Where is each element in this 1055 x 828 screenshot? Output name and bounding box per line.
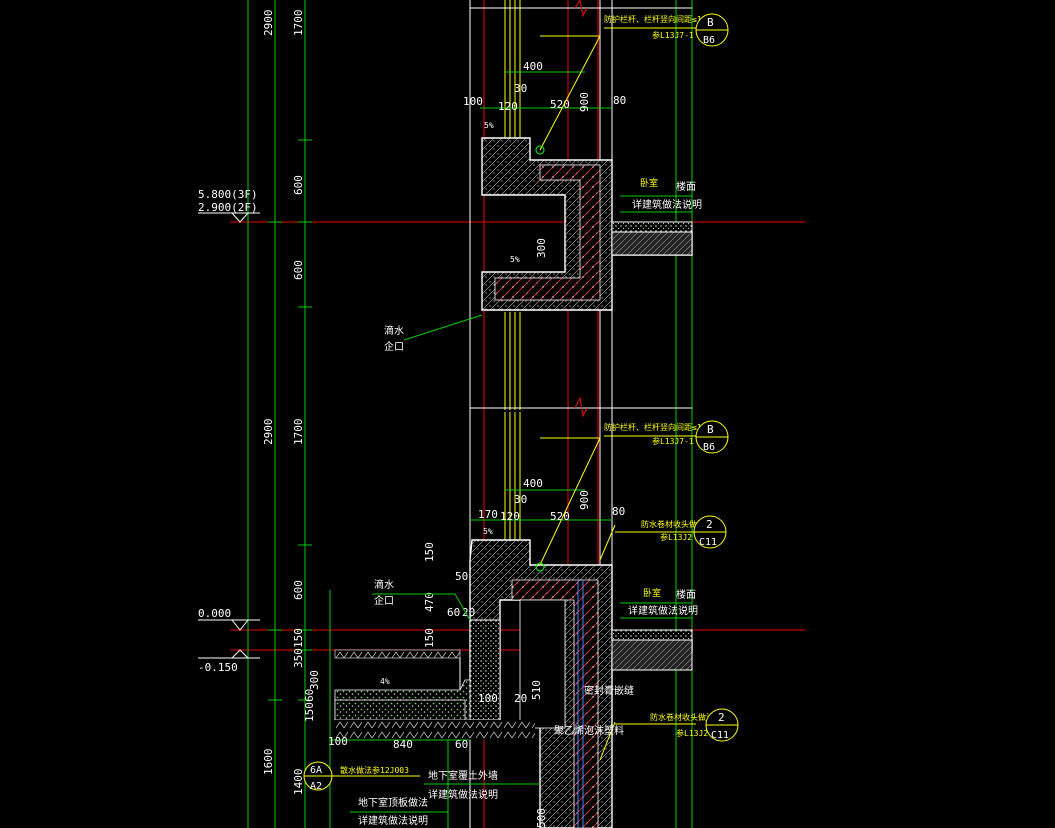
lower-dim-120: 120	[500, 510, 520, 523]
dim-outer-1: 2900	[262, 10, 275, 37]
lower-room-label: 卧室	[643, 587, 661, 599]
upper-guard-note: 防护栏杆、栏杆竖向间距≤110	[604, 14, 711, 24]
upper-dim-100: 100	[463, 95, 483, 108]
lower-seal-label: 密封膏嵌缝	[584, 684, 634, 697]
lower-floor-note: 详建筑做法说明	[628, 604, 698, 617]
upper-room-label: 卧室	[640, 177, 658, 189]
lower-floor-label: 楼面	[676, 588, 696, 601]
lower-dim-60: 60	[447, 606, 460, 619]
lower-window-sill-detail: 400 170 120 30 520 900 80 5% 150 50 470 …	[303, 412, 693, 828]
upper-dim-400: 400	[523, 60, 543, 73]
dim-inner-8: 1400	[292, 769, 305, 796]
upper-dim-30: 30	[514, 82, 527, 95]
upper-floor-note: 详建筑做法说明	[632, 198, 702, 211]
lower-dim-150b: 150	[423, 628, 436, 648]
lower-dim-400: 400	[523, 477, 543, 490]
lower-dim-840: 840	[393, 738, 413, 751]
lower-dim-470: 470	[423, 592, 436, 612]
lower-dim-slope2: 4%	[380, 677, 390, 686]
dimension-chains	[247, 0, 693, 828]
lower-dim-60b: 60	[303, 689, 316, 702]
lower-guard-ref: 参L13J7-1	[652, 436, 694, 446]
lower-waterproof2-note: 防水卷材收头做法	[650, 712, 714, 722]
lower-foam-label: 聚乙烯泡沫塑料	[554, 724, 624, 737]
dim-inner-5: 600	[292, 580, 305, 600]
dim-inner-7: 350	[292, 648, 305, 668]
bubble-d-top: 2	[718, 711, 725, 724]
bubble-b-upper-bottom: B6	[703, 35, 715, 46]
dim-inner-4: 1700	[292, 419, 305, 446]
lower-dim-20: 20	[462, 606, 475, 619]
upper-drip-label-2: 企口	[384, 340, 404, 353]
elevation-3f: 5.800(3F)	[198, 188, 258, 201]
bubble-c-bottom: C11	[699, 537, 717, 548]
upper-guard-ref: 参L13J7-1	[652, 30, 694, 40]
dim-inner-6: 150	[292, 628, 305, 648]
basement-roof-2: 详建筑做法说明	[358, 814, 428, 827]
lower-dim-170: 170	[478, 508, 498, 521]
lower-dim-80: 80	[612, 505, 625, 518]
bubble-e-bottom: A2	[310, 781, 322, 792]
bubble-e-top: 6A	[310, 765, 322, 776]
bubble-b-upper[interactable]: B B6	[695, 13, 729, 47]
basement-wall-2: 详建筑做法说明	[428, 788, 498, 801]
lower-drip-label-1: 滴水	[374, 578, 394, 591]
bubble-e[interactable]: 6A A2	[303, 761, 333, 792]
lower-dim-30: 30	[514, 493, 527, 506]
upper-dim-slope2: 5%	[510, 255, 520, 264]
lower-dim-510: 510	[530, 680, 543, 700]
lower-dim-500: 500	[535, 808, 548, 828]
upper-dim-900: 900	[578, 92, 591, 112]
dim-inner-3: 600	[292, 260, 305, 280]
bubble-e-note: 散水做法参12J003	[340, 765, 409, 775]
lower-dim-100b: 100	[328, 735, 348, 748]
lower-annotations: 防护栏杆、栏杆竖向间距≤110 参L13J7-1 B B6 防水卷材收头做法 参…	[303, 420, 739, 827]
lower-dim-100a: 100	[478, 692, 498, 705]
upper-dim-slope1: 5%	[484, 121, 494, 130]
bubble-b-upper-top: B	[707, 16, 714, 29]
bubble-b-lower[interactable]: B B6	[695, 420, 729, 454]
lower-waterproof2-ref: 参L13J2	[676, 728, 708, 738]
lower-drip-label-2: 企口	[374, 594, 394, 607]
lower-dim-150a: 150	[423, 542, 436, 562]
lower-guard-note: 防护栏杆、栏杆竖向间距≤110	[604, 422, 711, 432]
vertical-dim-labels: 2900 2900 1600 1700 600 600 1700 600 150…	[262, 10, 305, 796]
upper-dim-120: 120	[498, 100, 518, 113]
bubble-c-top: 2	[706, 518, 713, 531]
upper-dim-80: 80	[613, 94, 626, 107]
lower-waterproof-note: 防水卷材收头做法	[641, 519, 705, 529]
lower-dim-slope: 5%	[483, 527, 493, 536]
elevation-minus150: -0.150	[198, 661, 238, 674]
elevation-0: 0.000	[198, 607, 231, 620]
bubble-c[interactable]: 2 C11	[693, 515, 727, 549]
lower-dim-300: 300	[308, 670, 321, 690]
lower-dim-520: 520	[550, 510, 570, 523]
lower-dim-900: 900	[578, 490, 591, 510]
basement-roof-1: 地下室顶板做法	[358, 796, 428, 809]
elevation-marks: 5.800(3F) 2.900(2F) 0.000 -0.150	[198, 188, 260, 674]
dim-inner-2: 600	[292, 175, 305, 195]
upper-window-sill-detail: 400 100 120 30 520 900 80 5% 5% 300	[463, 0, 693, 828]
bubble-b-lower-bottom: B6	[703, 442, 715, 453]
dim-outer-2: 2900	[262, 419, 275, 446]
bubble-d[interactable]: 2 C11	[705, 708, 739, 742]
dim-inner-1: 1700	[292, 10, 305, 37]
upper-annotations: 防护栏杆、栏杆竖向间距≤110 参L13J7-1 B B6 卧室 楼面 详建筑做…	[384, 13, 729, 353]
upper-dim-300: 300	[535, 238, 548, 258]
basement-wall-1: 地下室覆土外墙	[428, 769, 498, 782]
dim-outer-3: 1600	[262, 749, 275, 776]
bubble-b-lower-top: B	[707, 423, 714, 436]
lower-dim-20b: 20	[514, 692, 527, 705]
lower-dim-150c: 150	[303, 702, 316, 722]
upper-drip-label-1: 滴水	[384, 324, 404, 337]
lower-dim-50: 50	[455, 570, 468, 583]
bubble-d-bottom: C11	[711, 730, 729, 741]
lower-waterproof-ref: 参L13J2	[660, 532, 692, 542]
upper-floor-label: 楼面	[676, 180, 696, 193]
lower-dim-60c: 60	[455, 738, 468, 751]
elevation-2f: 2.900(2F)	[198, 201, 258, 214]
upper-dim-520: 520	[550, 98, 570, 111]
